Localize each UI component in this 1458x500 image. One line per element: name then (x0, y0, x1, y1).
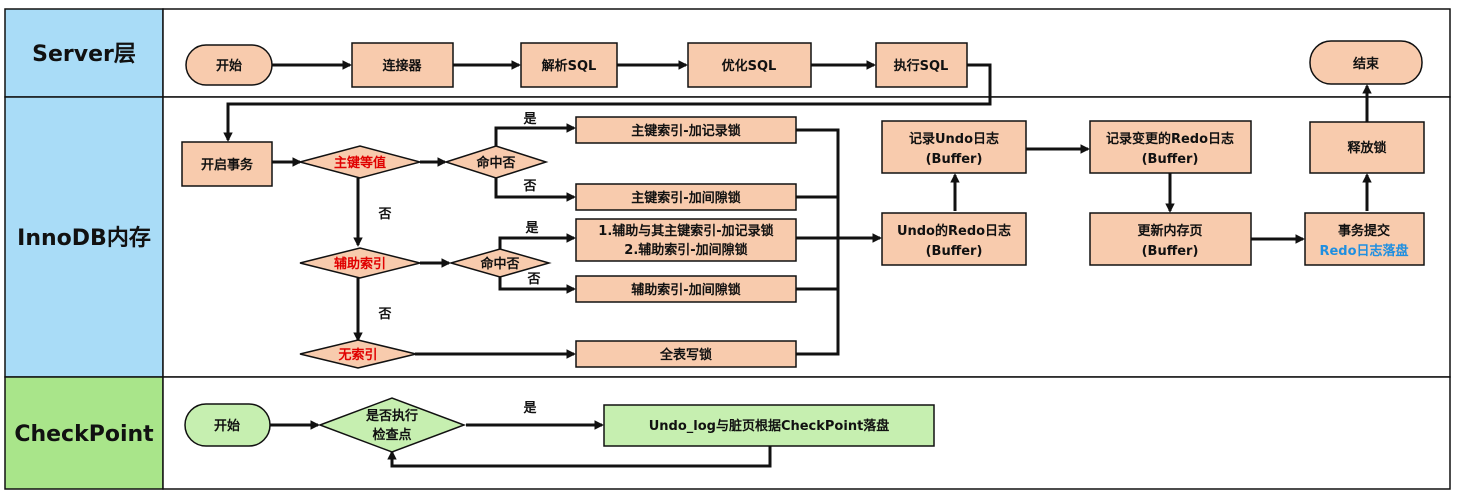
edge-label-no: 否 (377, 307, 391, 322)
node-label: 主键索引-加记录锁 (631, 123, 740, 139)
node-begin-transaction: 开启事务 (181, 141, 273, 187)
node-label: 开始 (216, 58, 242, 74)
node-label-line1: Undo的Redo日志 (897, 223, 1011, 239)
decision-no-index: 无索引 (299, 339, 417, 369)
node-update-memory-page: 更新内存页 (Buffer) (1089, 212, 1252, 266)
decision-label: 命中否 (479, 256, 519, 272)
node-label: 全表写锁 (659, 347, 712, 363)
node-label-line2: (Buffer) (926, 244, 983, 259)
decision-run-checkpoint: 是否执行 检查点 (317, 397, 467, 453)
node-pk-record-lock: 主键索引-加记录锁 (575, 116, 797, 144)
lane-label-checkpoint: CheckPoint (14, 422, 154, 447)
decision-label: 无索引 (337, 347, 377, 363)
edge-label-no: 否 (522, 179, 536, 194)
node-label: 连接器 (382, 58, 422, 74)
node-release-lock: 释放锁 (1309, 121, 1425, 174)
node-execute-sql: 执行SQL (875, 42, 968, 88)
decision-label-line2: 检查点 (372, 427, 411, 443)
node-label: 辅助索引-加间隙锁 (631, 282, 740, 298)
node-label: 解析SQL (541, 58, 597, 74)
connectors (223, 60, 1372, 468)
node-secondary-record-lock: 1.辅助与其主键索引-加记录锁 2.辅助索引-加间隙锁 (575, 218, 797, 262)
node-secondary-gap-lock: 辅助索引-加间隙锁 (575, 275, 797, 303)
edge-label-yes: 是 (522, 112, 537, 127)
node-label-line1: 记录变更的Redo日志 (1106, 131, 1234, 147)
node-label-line1: 更新内存页 (1137, 223, 1202, 239)
edge-label-yes: 是 (524, 221, 539, 236)
decision-secondary-index: 辅助索引 (299, 247, 421, 279)
node-label-line1: 记录Undo日志 (909, 131, 999, 147)
decision-label-line1: 是否执行 (365, 408, 418, 424)
node-label-line1: 1.辅助与其主键索引-加记录锁 (598, 223, 773, 239)
node-record-undo-log: 记录Undo日志 (Buffer) (881, 120, 1027, 174)
node-optimize-sql: 优化SQL (687, 42, 812, 88)
edge-label-yes: 是 (522, 401, 537, 416)
decision-hit-2: 命中否 (448, 248, 552, 278)
node-label-line2: (Buffer) (1142, 244, 1199, 259)
node-label: Undo_log与脏页根据CheckPoint落盘 (649, 418, 890, 434)
node-label: 优化SQL (722, 58, 777, 74)
decision-label: 主键等值 (334, 155, 386, 171)
node-label: 开启事务 (201, 157, 254, 173)
node-undo-redo-log: Undo的Redo日志 (Buffer) (881, 212, 1027, 266)
node-record-redo-log: 记录变更的Redo日志 (Buffer) (1089, 120, 1252, 174)
lane-label-innodb: InnoDB内存 (17, 225, 151, 251)
node-label: 开始 (214, 418, 240, 434)
node-label-line2: (Buffer) (926, 152, 983, 167)
node-commit: 事务提交 Redo日志落盘 (1304, 212, 1425, 266)
node-label-line2: Redo日志落盘 (1319, 243, 1408, 259)
node-server-end: 结束 (1309, 40, 1423, 85)
decision-label: 辅助索引 (334, 256, 386, 272)
node-parse-sql: 解析SQL (520, 42, 618, 88)
node-label-line1: 事务提交 (1338, 223, 1390, 239)
lane-label-server: Server层 (32, 42, 136, 67)
node-label: 结束 (1353, 56, 1380, 72)
node-table-lock: 全表写锁 (575, 340, 797, 368)
node-server-start: 开始 (185, 44, 273, 86)
node-label: 主键索引-加间隙锁 (631, 190, 740, 206)
node-label: 执行SQL (894, 58, 949, 74)
node-label: 释放锁 (1347, 140, 1386, 156)
node-connector: 连接器 (351, 42, 454, 88)
edge-label-no: 否 (526, 272, 540, 287)
node-label-line2: 2.辅助索引-加间隙锁 (624, 242, 747, 258)
node-label-line2: (Buffer) (1142, 152, 1199, 167)
node-flush-to-disk: Undo_log与脏页根据CheckPoint落盘 (603, 404, 935, 447)
decision-label: 命中否 (475, 155, 515, 171)
edge-label-no: 否 (377, 207, 391, 222)
decision-pk-equal: 主键等值 (297, 145, 423, 179)
decision-hit-1: 命中否 (443, 145, 549, 179)
node-pk-gap-lock: 主键索引-加间隙锁 (575, 183, 797, 211)
node-checkpoint-start: 开始 (184, 403, 271, 447)
